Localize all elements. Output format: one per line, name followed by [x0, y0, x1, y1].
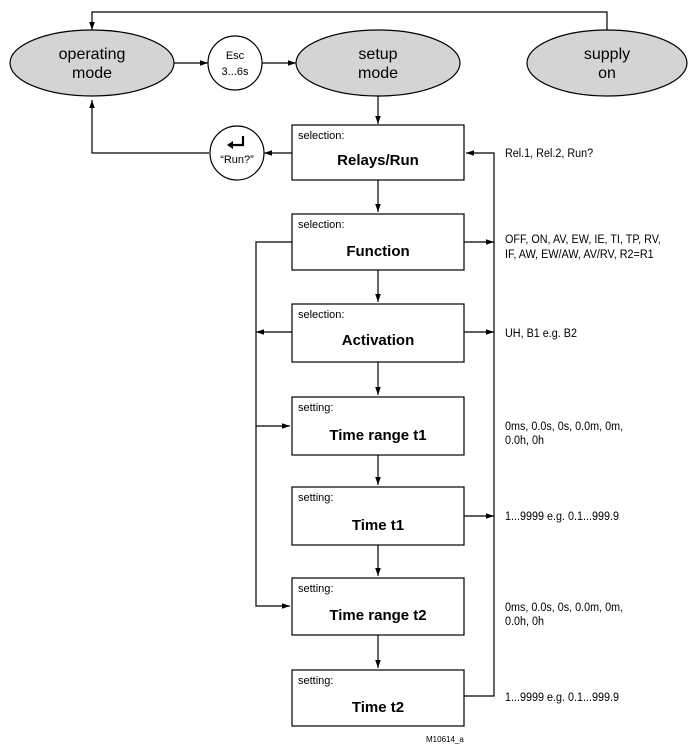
run-button[interactable]: “Run?”: [209, 125, 265, 181]
note-activation-options: UH, B1 e.g. B2: [505, 328, 577, 341]
box-title: Activation: [342, 332, 415, 349]
box-activation[interactable]: selection: Activation: [291, 303, 465, 363]
note-function-options-line1: OFF, ON, AV, EW, IE, TI, TP, RV,: [505, 234, 661, 247]
return-loop-to-relays: [464, 150, 495, 697]
esc-button[interactable]: Esc 3...6s: [207, 35, 263, 91]
box-title: Relays/Run: [337, 152, 419, 169]
box-head: selection:: [298, 309, 344, 321]
box-time-t2[interactable]: setting: Time t2: [291, 669, 465, 727]
box-title: Function: [346, 243, 409, 260]
supply-on-state: supply on: [526, 29, 688, 97]
box-head: selection:: [298, 219, 344, 231]
run-label: “Run?”: [220, 154, 254, 166]
note-time2-range: 1...9999 e.g. 0.1...999.9: [505, 692, 619, 705]
loop-supply-to-operating: [89, 11, 608, 38]
supply-on-label-line1: supply: [584, 46, 630, 63]
note-relays-options: Rel.1, Rel.2, Run?: [505, 148, 593, 161]
operating-mode-state: operating mode: [9, 29, 175, 97]
supply-on-label-line2: on: [598, 65, 616, 82]
note-function-options-line2: IF, AW, EW/AW, AV/RV, R2=R1: [505, 249, 654, 262]
setup-mode-label-line2: mode: [358, 65, 398, 82]
esc-label: Esc: [226, 50, 245, 62]
connector-run-to-operating: [89, 100, 209, 154]
left-loop: [255, 241, 292, 609]
box-title: Time t2: [352, 699, 404, 716]
box-head: setting:: [298, 492, 333, 504]
note-timerange2-line1: 0ms, 0.0s, 0s, 0.0m, 0m,: [505, 602, 623, 615]
esc-duration-label: 3...6s: [222, 66, 249, 78]
figure-id: M10614_a: [426, 735, 464, 744]
note-time1-range: 1...9999 e.g. 0.1...999.9: [505, 511, 619, 524]
box-title: Time range t2: [329, 607, 426, 624]
box-head: setting:: [298, 402, 333, 414]
box-relays-run[interactable]: selection: Relays/Run: [291, 124, 465, 181]
box-title: Time range t1: [329, 427, 426, 444]
box-time-range-t1[interactable]: setting: Time range t1: [291, 396, 465, 456]
box-head: selection:: [298, 130, 344, 142]
note-timerange2-line2: 0.0h, 0h: [505, 616, 544, 629]
box-head: setting:: [298, 583, 333, 595]
enter-key-icon: [227, 136, 245, 149]
box-head: setting:: [298, 675, 333, 687]
box-function[interactable]: selection: Function: [291, 213, 465, 271]
operating-mode-label-line1: operating: [59, 46, 126, 63]
setup-mode-label-line1: setup: [358, 46, 397, 63]
operating-mode-label-line2: mode: [72, 65, 112, 82]
note-timerange1-line2: 0.0h, 0h: [505, 435, 544, 448]
box-title: Time t1: [352, 517, 404, 534]
setup-mode-state: setup mode: [295, 29, 461, 97]
box-time-range-t2[interactable]: setting: Time range t2: [291, 577, 465, 636]
note-timerange1-line1: 0ms, 0.0s, 0s, 0.0m, 0m,: [505, 421, 623, 434]
box-time-t1[interactable]: setting: Time t1: [291, 486, 465, 546]
